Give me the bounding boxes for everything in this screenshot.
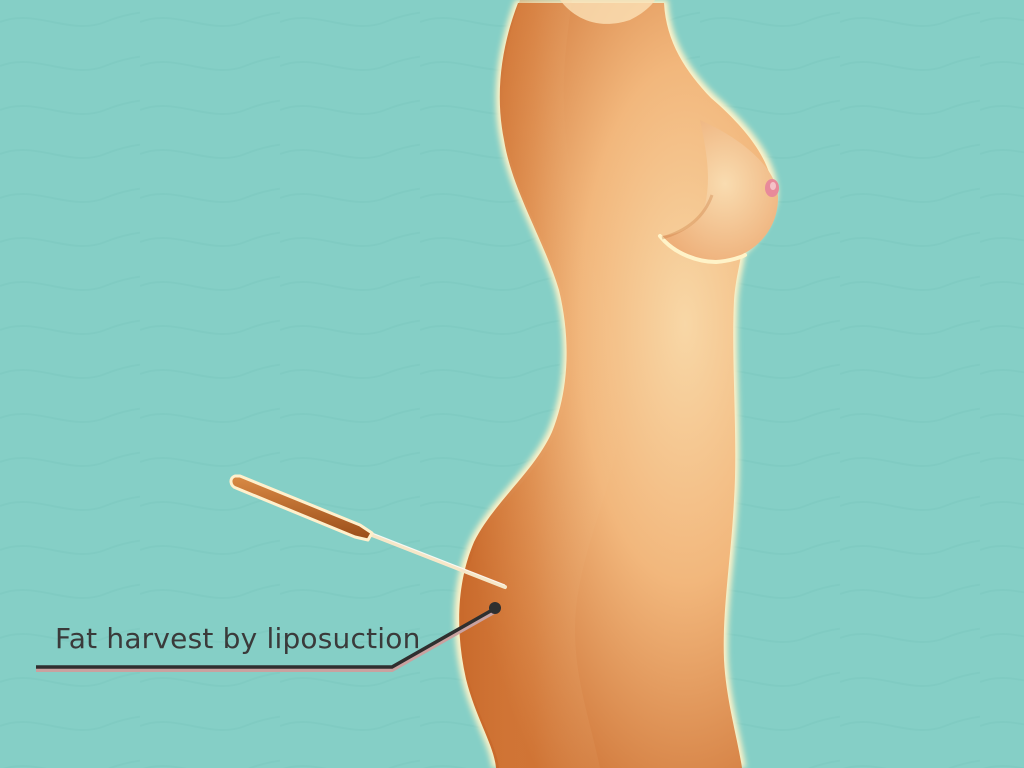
cannula-handle xyxy=(229,474,374,542)
breast xyxy=(658,120,779,265)
callout-leader xyxy=(36,602,501,672)
torso-figure xyxy=(454,0,778,768)
leader-line xyxy=(36,607,495,669)
leader-dot xyxy=(489,602,501,614)
cannula-tube xyxy=(370,533,507,589)
callout-label: Fat harvest by liposuction xyxy=(55,622,421,655)
liposuction-cannula xyxy=(229,474,507,589)
